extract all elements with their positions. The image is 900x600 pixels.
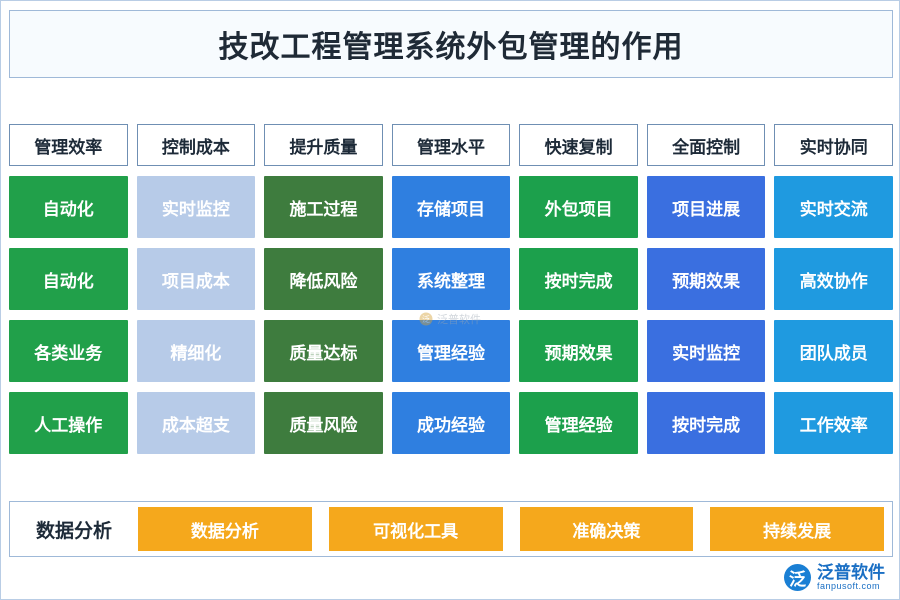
title-bar: 技改工程管理系统外包管理的作用 (9, 10, 893, 78)
matrix-cell[interactable]: 精细化 (136, 320, 256, 382)
matrix-cell[interactable]: 预期效果 (646, 248, 766, 310)
footer-cell[interactable]: 可视化工具 (328, 507, 503, 551)
matrix-cell[interactable]: 降低风险 (264, 248, 383, 310)
brand-logo-words: 泛普软件 fanpusoft.com (817, 562, 885, 591)
column-realtime-collaboration: 实时协同 实时交流 高效协作 团队成员 工作效率 (774, 124, 894, 454)
matrix-cell[interactable]: 人工操作 (9, 392, 128, 454)
column-cost-control: 控制成本 实时监控 项目成本 精细化 成本超支 (136, 124, 256, 454)
column-header: 管理效率 (9, 124, 128, 166)
footer-cell[interactable]: 数据分析 (138, 507, 312, 551)
matrix-cell[interactable]: 团队成员 (774, 320, 894, 382)
footer-cell[interactable]: 持续发展 (710, 507, 884, 551)
matrix-cell[interactable]: 工作效率 (774, 392, 894, 454)
matrix-cell[interactable]: 项目进展 (646, 176, 766, 238)
matrix-cell[interactable]: 质量风险 (264, 392, 383, 454)
brand-name-cn: 泛普软件 (817, 562, 885, 582)
page-title: 技改工程管理系统外包管理的作用 (218, 31, 684, 64)
matrix-cell[interactable]: 项目成本 (136, 248, 256, 310)
brand-logo: 泛 泛普软件 fanpusoft.com (784, 562, 885, 591)
column-header: 全面控制 (646, 124, 766, 166)
matrix-cell[interactable]: 外包项目 (519, 176, 638, 238)
footer-row: 数据分析 数据分析 可视化工具 准确决策 持续发展 (9, 501, 893, 557)
footer-label: 数据分析 (35, 520, 112, 542)
column-header: 快速复制 (519, 124, 638, 166)
brand-name-en: fanpusoft.com (817, 580, 881, 591)
matrix-cell[interactable]: 自动化 (9, 176, 128, 238)
column-fast-replication: 快速复制 外包项目 按时完成 预期效果 管理经验 (519, 124, 638, 454)
footer-items: 数据分析 可视化工具 准确决策 持续发展 (138, 502, 892, 556)
matrix-cell[interactable]: 成本超支 (136, 392, 256, 454)
matrix-cell[interactable]: 预期效果 (519, 320, 638, 382)
column-header: 提升质量 (264, 124, 383, 166)
matrix-cell[interactable]: 施工过程 (264, 176, 383, 238)
matrix-cell[interactable]: 各类业务 (9, 320, 128, 382)
footer-cell[interactable]: 准确决策 (519, 507, 694, 551)
matrix-cell[interactable]: 按时完成 (519, 248, 638, 310)
matrix-cell[interactable]: 自动化 (9, 248, 128, 310)
matrix-cell[interactable]: 按时完成 (646, 392, 766, 454)
column-quality-improvement: 提升质量 施工过程 降低风险 质量达标 质量风险 (264, 124, 383, 454)
column-full-control: 全面控制 项目进展 预期效果 实时监控 按时完成 (646, 124, 766, 454)
column-management-level: 管理水平 存储项目 系统整理 管理经验 成功经验 (391, 124, 511, 454)
matrix-cell[interactable]: 实时监控 (646, 320, 766, 382)
matrix-cell[interactable]: 管理经验 (391, 320, 511, 382)
matrix-cell[interactable]: 成功经验 (391, 392, 511, 454)
matrix-cell[interactable]: 高效协作 (774, 248, 894, 310)
column-management-efficiency: 管理效率 自动化 自动化 各类业务 人工操作 (9, 124, 128, 454)
column-header: 管理水平 (391, 124, 511, 166)
matrix-cell[interactable]: 实时交流 (774, 176, 894, 238)
column-header: 控制成本 (136, 124, 256, 166)
matrix-columns: 管理效率 自动化 自动化 各类业务 人工操作 控制成本 实时监控 项目成本 精细… (9, 124, 894, 454)
brand-logo-icon: 泛 (784, 563, 811, 591)
matrix-cell[interactable]: 管理经验 (519, 392, 638, 454)
matrix-cell[interactable]: 存储项目 (391, 176, 511, 238)
matrix-cell[interactable]: 系统整理 (391, 248, 511, 310)
matrix-cell[interactable]: 质量达标 (264, 320, 383, 382)
column-header: 实时协同 (774, 124, 894, 166)
matrix-cell[interactable]: 实时监控 (136, 176, 256, 238)
